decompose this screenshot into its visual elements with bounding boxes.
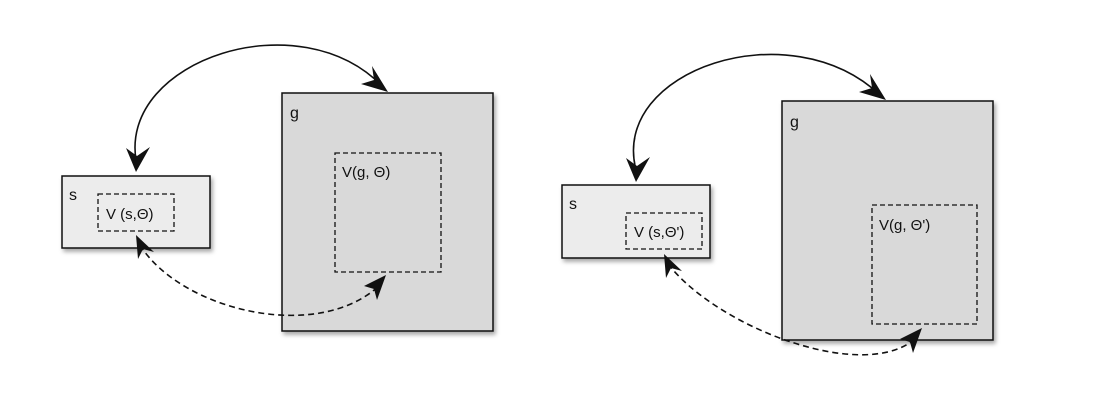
small-box-label: s bbox=[569, 196, 577, 213]
large-inner-label: V(g, Θ') bbox=[879, 217, 930, 234]
arrowhead-right-icon bbox=[361, 66, 388, 92]
solid-curved-arrow bbox=[632, 53, 881, 171]
dashed-curved-arrow bbox=[139, 244, 383, 317]
arrowhead-right-icon bbox=[859, 74, 886, 100]
large-box-label: g bbox=[290, 105, 299, 122]
large-box-g bbox=[781, 100, 994, 341]
small-inner-label: V (s,Θ) bbox=[106, 206, 154, 223]
large-inner-dashed-box bbox=[334, 152, 442, 273]
small-box-s bbox=[61, 175, 211, 249]
large-inner-label: V(g, Θ) bbox=[342, 164, 390, 181]
arrowhead-down-icon bbox=[126, 147, 150, 172]
arrowhead-up-left-icon bbox=[136, 235, 154, 259]
small-inner-label: V (s,Θ') bbox=[634, 224, 684, 241]
small-box-label: s bbox=[69, 187, 77, 204]
right-diagram: s V (s,Θ') g V(g, Θ') bbox=[561, 53, 994, 356]
arrowhead-up-left-icon bbox=[664, 254, 682, 278]
solid-curved-arrow bbox=[134, 44, 384, 161]
large-box-label: g bbox=[790, 114, 799, 131]
arrowhead-down-icon bbox=[626, 157, 650, 182]
large-box-g bbox=[281, 92, 494, 332]
left-diagram: s V (s,Θ) g V(g, Θ) bbox=[61, 44, 494, 332]
small-box-s bbox=[561, 184, 711, 259]
arrowhead-up-right-icon bbox=[364, 275, 386, 300]
large-inner-dashed-box bbox=[871, 204, 978, 325]
dashed-curved-arrow bbox=[667, 263, 919, 356]
arrowhead-up-right-icon bbox=[900, 328, 922, 353]
